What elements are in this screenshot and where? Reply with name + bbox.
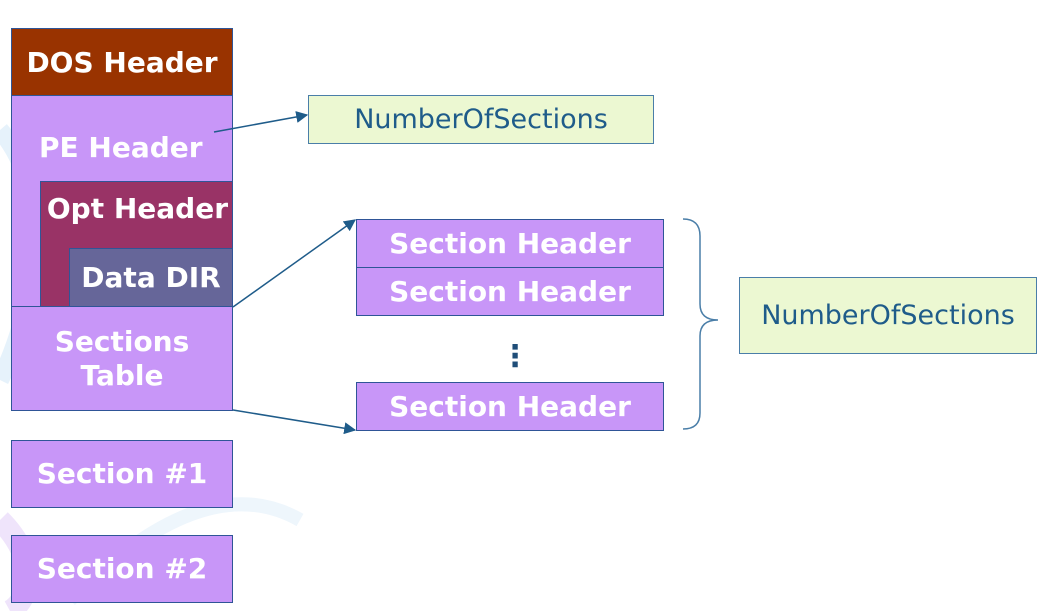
number-of-sections-label: NumberOfSections [354, 104, 608, 135]
sections-table-label-line2: Table [80, 358, 164, 392]
section-header-label: Section Header [389, 274, 631, 308]
data-dir-label: Data DIR [81, 261, 221, 294]
section-header-label: Section Header [389, 389, 631, 423]
section-header-block: Section Header [356, 219, 664, 268]
section-header-label: Section Header [389, 226, 631, 260]
section-1-label: Section #1 [36, 457, 208, 490]
section-header-block: Section Header [356, 382, 664, 431]
number-of-sections-callout-right: NumberOfSections [739, 277, 1037, 354]
dos-header-label: DOS Header [26, 45, 218, 79]
number-of-sections-callout-top: NumberOfSections [308, 95, 654, 144]
sections-table-block: Sections Table [11, 306, 233, 411]
dos-header-block: DOS Header [11, 28, 233, 96]
opt-header-label: Opt Header [46, 192, 228, 225]
pe-header-label: PE Header [39, 131, 203, 164]
data-dir-block: Data DIR [69, 248, 233, 307]
number-of-sections-label: NumberOfSections [761, 300, 1015, 331]
section-1-block: Section #1 [11, 440, 233, 508]
section-2-block: Section #2 [11, 535, 233, 603]
ellipsis-vertical: ⋮ [500, 339, 530, 374]
sections-table-label-line1: Sections [54, 324, 190, 358]
section-header-block: Section Header [356, 267, 664, 316]
section-2-label: Section #2 [36, 552, 208, 585]
